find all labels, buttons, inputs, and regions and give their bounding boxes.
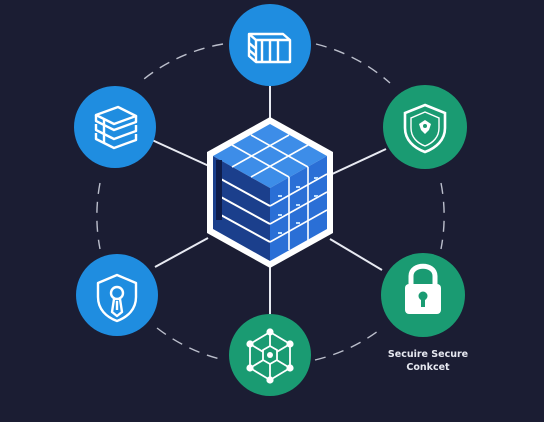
shield-emblem-icon bbox=[403, 103, 447, 154]
database-stack-icon bbox=[247, 32, 292, 64]
network-hexagon-icon bbox=[246, 328, 294, 384]
lock-caption-line-2: Conkcet bbox=[406, 362, 450, 373]
connector-lower-left bbox=[154, 237, 209, 268]
connector-lines bbox=[151, 86, 387, 318]
layered-stack-icon bbox=[94, 105, 138, 150]
padlock-icon bbox=[405, 263, 441, 314]
shield-key-icon bbox=[96, 273, 138, 323]
data-cube-icon bbox=[207, 117, 333, 268]
connector-upper-right bbox=[329, 148, 387, 176]
dashed-ring bbox=[96, 43, 445, 361]
node-lower-left bbox=[76, 254, 158, 336]
lock-caption-line-1: Secuire Secure bbox=[387, 349, 469, 360]
node-upper-left bbox=[74, 86, 156, 168]
connector-lower-right bbox=[329, 238, 383, 271]
connector-upper-left bbox=[151, 139, 210, 167]
